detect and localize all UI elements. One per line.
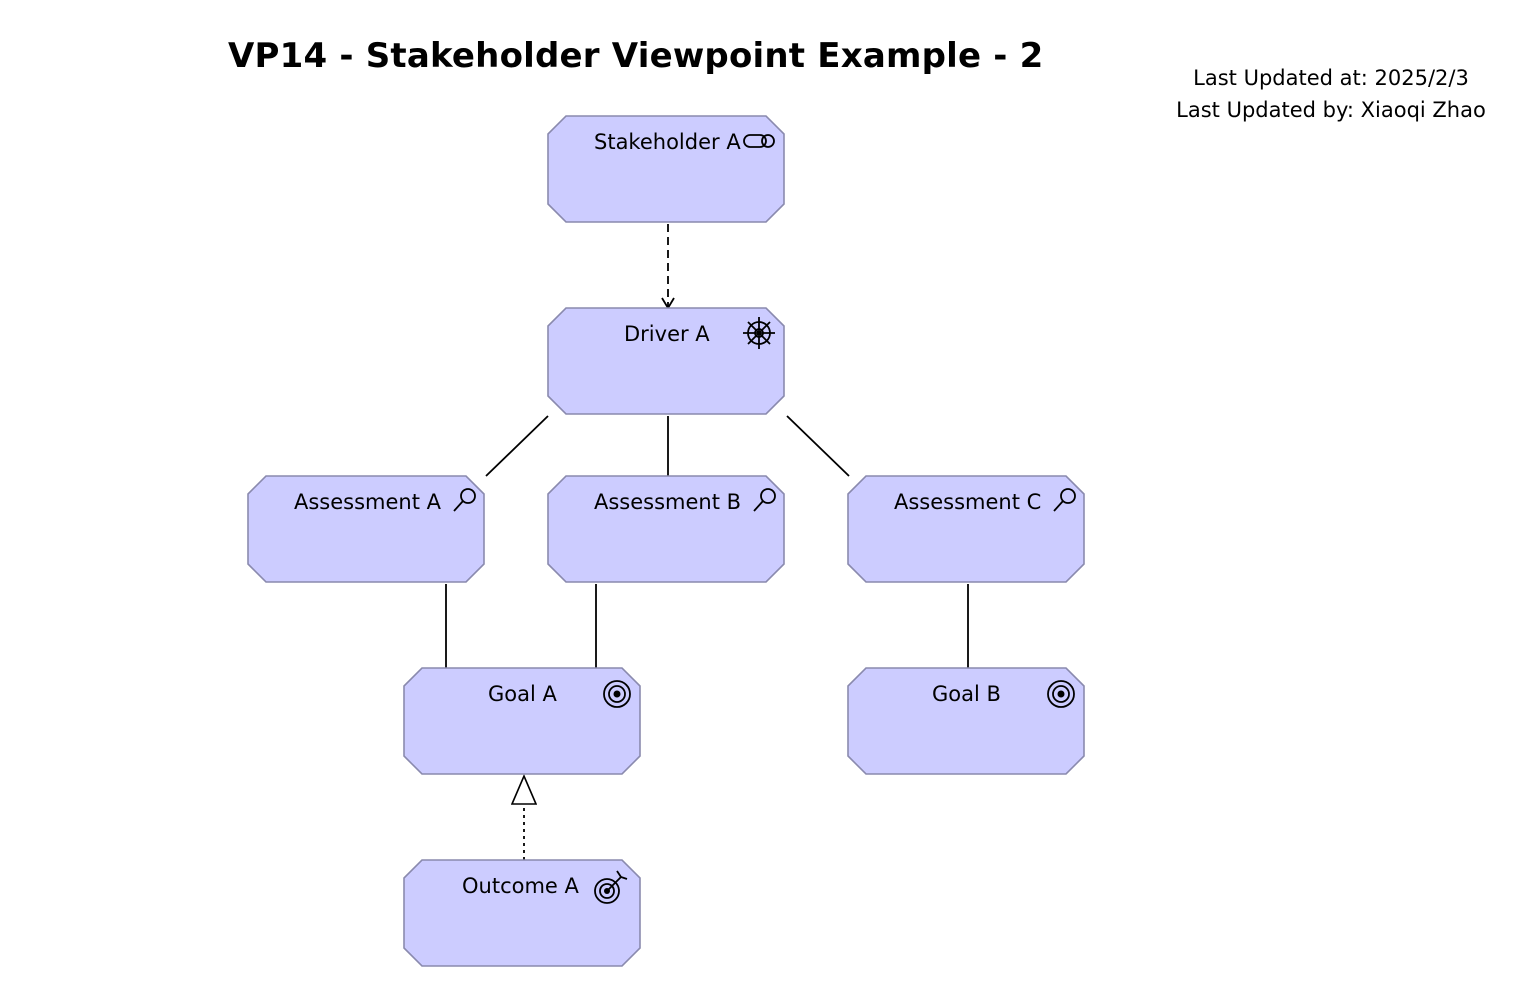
magnifier-icon [1053,488,1076,512]
magnifier-icon [453,488,476,512]
node-outcome-a[interactable]: Outcome A [403,859,641,967]
node-label-assessment-a: Assessment A [294,490,442,514]
edge-association-driver-assessment-a[interactable] [485,415,549,477]
node-assessment-a[interactable]: Assessment A [247,475,485,583]
magnifier-icon [753,488,776,512]
node-label-outcome-a: Outcome A [462,874,580,898]
node-label-goal-a: Goal A [488,682,557,706]
node-label-goal-b: Goal B [932,682,1001,706]
target-icon [603,680,631,708]
target-icon [1047,680,1075,708]
node-label-stakeholder-a: Stakeholder A [594,130,741,154]
node-driver-a[interactable]: Driver A [547,307,785,415]
last-updated-by: Last Updated by: Xiaoqi Zhao [1176,98,1486,122]
last-updated-info: Last Updated at: 2025/2/3 Last Updated b… [1150,62,1512,126]
diagram-title: VP14 - Stakeholder Viewpoint Example - 2 [228,36,1044,76]
node-goal-b[interactable]: Goal B [847,667,1085,775]
target-arrow-icon [594,870,628,904]
node-goal-a[interactable]: Goal A [403,667,641,775]
node-assessment-c[interactable]: Assessment C [847,475,1085,583]
node-label-assessment-c: Assessment C [894,490,1041,514]
stakeholder-icon [743,134,775,148]
node-label-assessment-b: Assessment B [594,490,741,514]
last-updated-at: Last Updated at: 2025/2/3 [1193,66,1469,90]
node-stakeholder-a[interactable]: Stakeholder A [547,115,785,223]
edge-association-driver-assessment-c[interactable] [786,415,850,477]
driver-wheel-icon [743,317,775,349]
node-label-driver-a: Driver A [624,322,710,346]
node-assessment-b[interactable]: Assessment B [547,475,785,583]
edges-layer [445,224,969,860]
